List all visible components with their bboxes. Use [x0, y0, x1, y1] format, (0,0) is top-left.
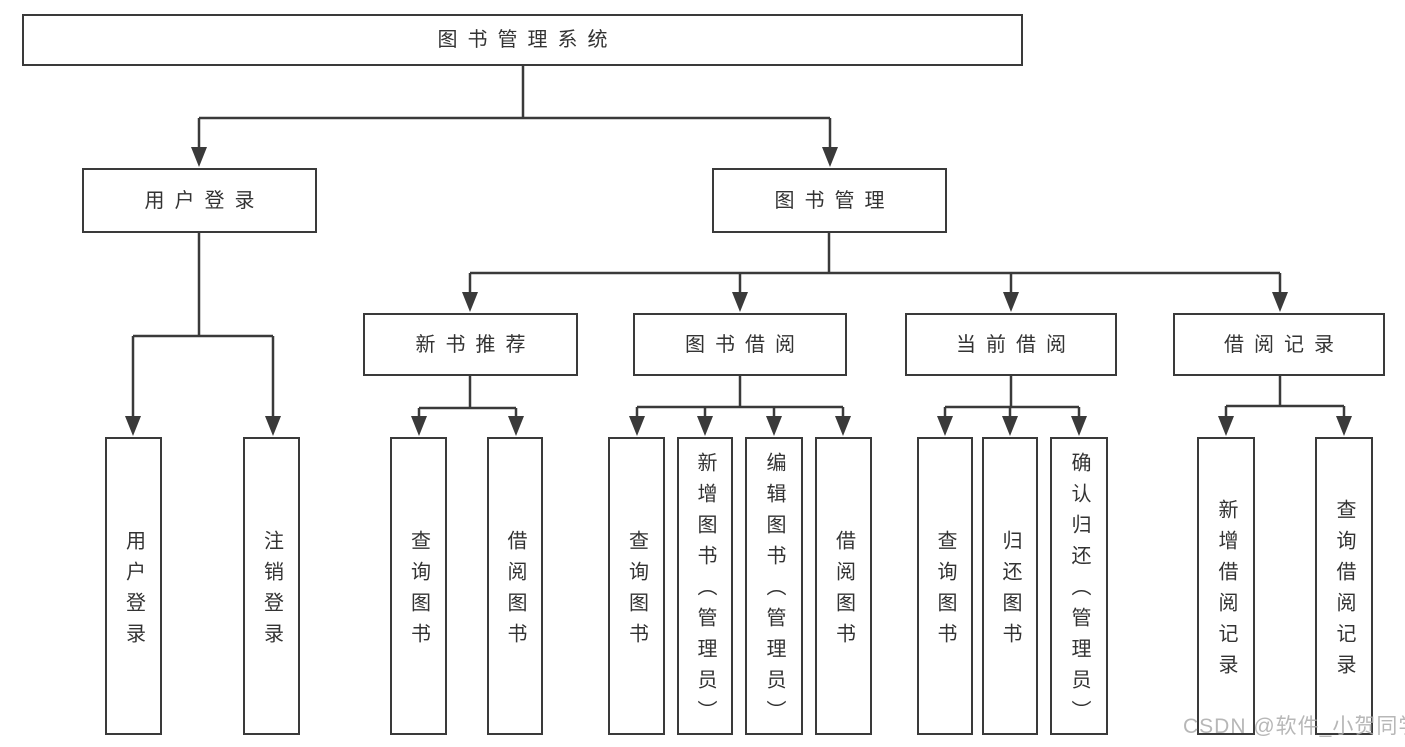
- node-book-management-label: 图书管理: [774, 189, 895, 212]
- node-borrow-records: 借阅记录: [1173, 313, 1385, 376]
- leaf-query-borrow-record: 查询借阅记录: [1315, 437, 1373, 735]
- leaf-add-borrow-record-label: 新增借阅记录: [1215, 498, 1237, 685]
- leaf-add-borrow-record: 新增借阅记录: [1197, 437, 1255, 735]
- leaf-query-books-current: 查询图书: [917, 437, 973, 735]
- leaf-confirm-return-admin: 确认归还（管理员）: [1050, 437, 1108, 735]
- leaf-borrow-books-recommend-label: 借阅图书: [504, 529, 526, 654]
- leaf-add-book-admin: 新增图书（管理员）: [677, 437, 733, 735]
- node-user-login-label: 用户登录: [144, 189, 265, 212]
- edge-current-borrow-children: [937, 376, 1087, 436]
- leaf-query-books-recommend-label: 查询图书: [407, 529, 430, 654]
- leaf-user-login-label: 用户登录: [122, 529, 145, 654]
- leaf-return-books-label: 归还图书: [999, 529, 1021, 654]
- edge-new-book-recommend-children: [411, 376, 524, 436]
- leaf-logout-label: 注销登录: [260, 529, 283, 654]
- node-borrow-records-label: 借阅记录: [1224, 333, 1344, 356]
- leaf-borrow-books-label: 借阅图书: [832, 529, 855, 654]
- node-book-management: 图书管理: [712, 168, 947, 233]
- node-root: 图书管理系统: [22, 14, 1023, 66]
- leaf-query-books-recommend: 查询图书: [390, 437, 447, 735]
- leaf-logout: 注销登录: [243, 437, 300, 735]
- leaf-edit-book-admin: 编辑图书（管理员）: [745, 437, 803, 735]
- edge-book-management-groups: [462, 233, 1288, 312]
- leaf-borrow-books: 借阅图书: [815, 437, 872, 735]
- edge-borrow-records-children: [1218, 376, 1352, 436]
- node-new-book-recommend: 新书推荐: [363, 313, 578, 376]
- leaf-query-books-borrow: 查询图书: [608, 437, 665, 735]
- node-book-borrow-label: 图书借阅: [685, 333, 805, 356]
- edge-book-borrow-children: [629, 376, 851, 436]
- node-current-borrow: 当前借阅: [905, 313, 1117, 376]
- csdn-watermark: CSDN @软件_小贺同学: [1183, 715, 1405, 738]
- leaf-add-book-admin-label: 新增图书（管理员）: [694, 452, 716, 731]
- leaf-query-books-current-label: 查询图书: [934, 529, 956, 654]
- edge-root-to-level2: [191, 66, 838, 167]
- leaf-confirm-return-admin-label: 确认归还（管理员）: [1068, 452, 1090, 731]
- node-user-login: 用户登录: [82, 168, 317, 233]
- node-book-borrow: 图书借阅: [633, 313, 847, 376]
- leaf-return-books: 归还图书: [982, 437, 1038, 735]
- leaf-edit-book-admin-label: 编辑图书（管理员）: [763, 452, 785, 731]
- node-new-book-recommend-label: 新书推荐: [415, 333, 536, 356]
- leaf-borrow-books-recommend: 借阅图书: [487, 437, 543, 735]
- node-current-borrow-label: 当前借阅: [956, 333, 1076, 356]
- leaf-query-books-borrow-label: 查询图书: [625, 529, 648, 654]
- edge-user-login-children: [125, 233, 281, 436]
- leaf-query-borrow-record-label: 查询借阅记录: [1333, 498, 1355, 685]
- leaf-user-login: 用户登录: [105, 437, 162, 735]
- node-root-label: 图书管理系统: [437, 29, 618, 51]
